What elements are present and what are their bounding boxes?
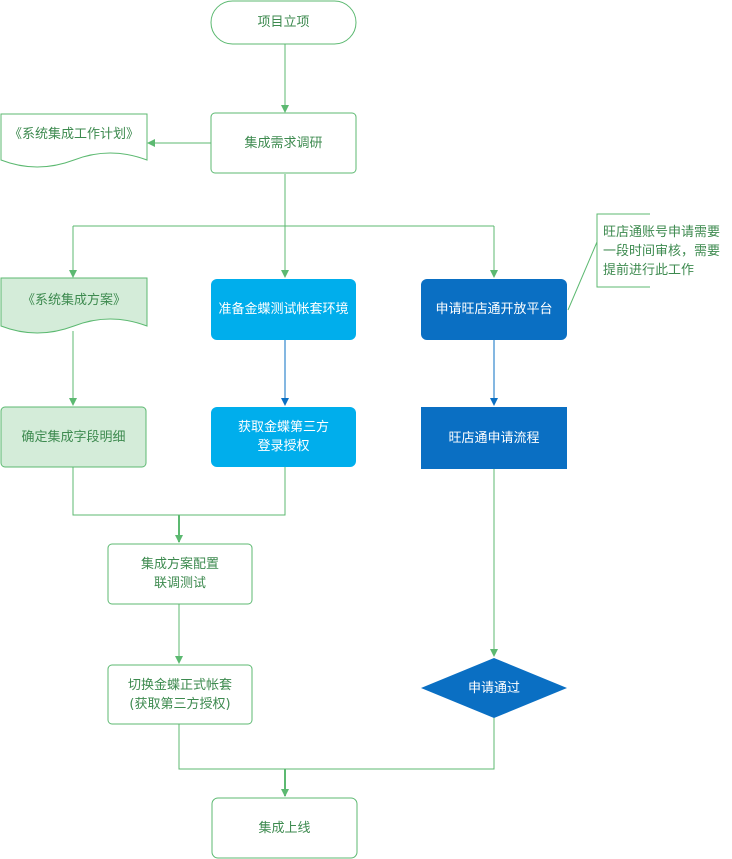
plan-document-shape <box>0 113 148 168</box>
confirm-fields-process <box>0 406 147 468</box>
prepare-env-process <box>211 279 356 340</box>
go-live-process <box>211 797 358 859</box>
start-terminator <box>210 0 357 45</box>
solution-document-shape <box>0 277 148 334</box>
connector-confirm-merge <box>72 467 286 516</box>
connector-note-apply <box>567 241 598 311</box>
switch-account-process <box>107 664 253 725</box>
configure-test-process <box>107 543 253 605</box>
connector-switch-golive <box>178 717 495 770</box>
note-bracket <box>596 213 650 288</box>
research-process <box>210 112 357 174</box>
get-auth-process <box>211 407 356 467</box>
apply-platform-process <box>421 279 567 340</box>
apply-flow-process <box>421 407 567 469</box>
approved-decision <box>421 658 567 718</box>
